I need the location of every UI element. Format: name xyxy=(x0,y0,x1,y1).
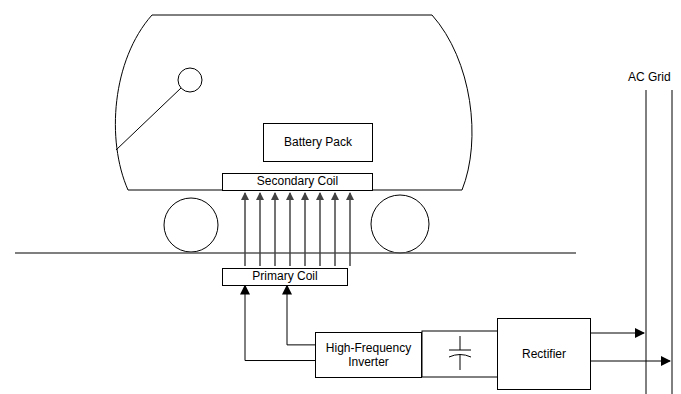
wheel xyxy=(164,198,218,252)
grid-label: AC Grid xyxy=(628,70,671,84)
rectifier-box: Rectifier xyxy=(497,318,591,390)
node-text: Battery Pack xyxy=(284,135,352,149)
power-connector xyxy=(245,286,315,361)
ground-line xyxy=(15,252,576,254)
grid-wire xyxy=(591,361,670,362)
node-text: Secondary Coil xyxy=(257,175,338,188)
node-text: Primary Coil xyxy=(252,270,317,283)
power-connector xyxy=(287,286,315,345)
coil-box: Secondary Coil xyxy=(222,173,373,191)
coil-box: Primary Coil xyxy=(222,268,348,286)
vehicle-body xyxy=(115,15,472,190)
wheel xyxy=(371,195,429,253)
battery-box: Battery Pack xyxy=(263,123,373,162)
node-text: Rectifier xyxy=(522,347,566,361)
grid-wire xyxy=(591,333,644,334)
grid-line xyxy=(646,90,647,394)
lamp xyxy=(178,68,202,92)
node-text: High-Frequency Inverter xyxy=(320,341,417,370)
pole xyxy=(116,88,181,150)
inverter-box: High-Frequency Inverter xyxy=(315,332,422,378)
capacitor-symbol xyxy=(449,336,471,370)
dc-link-box xyxy=(422,331,498,377)
field-arrows xyxy=(245,193,350,266)
grid-line xyxy=(672,90,673,394)
